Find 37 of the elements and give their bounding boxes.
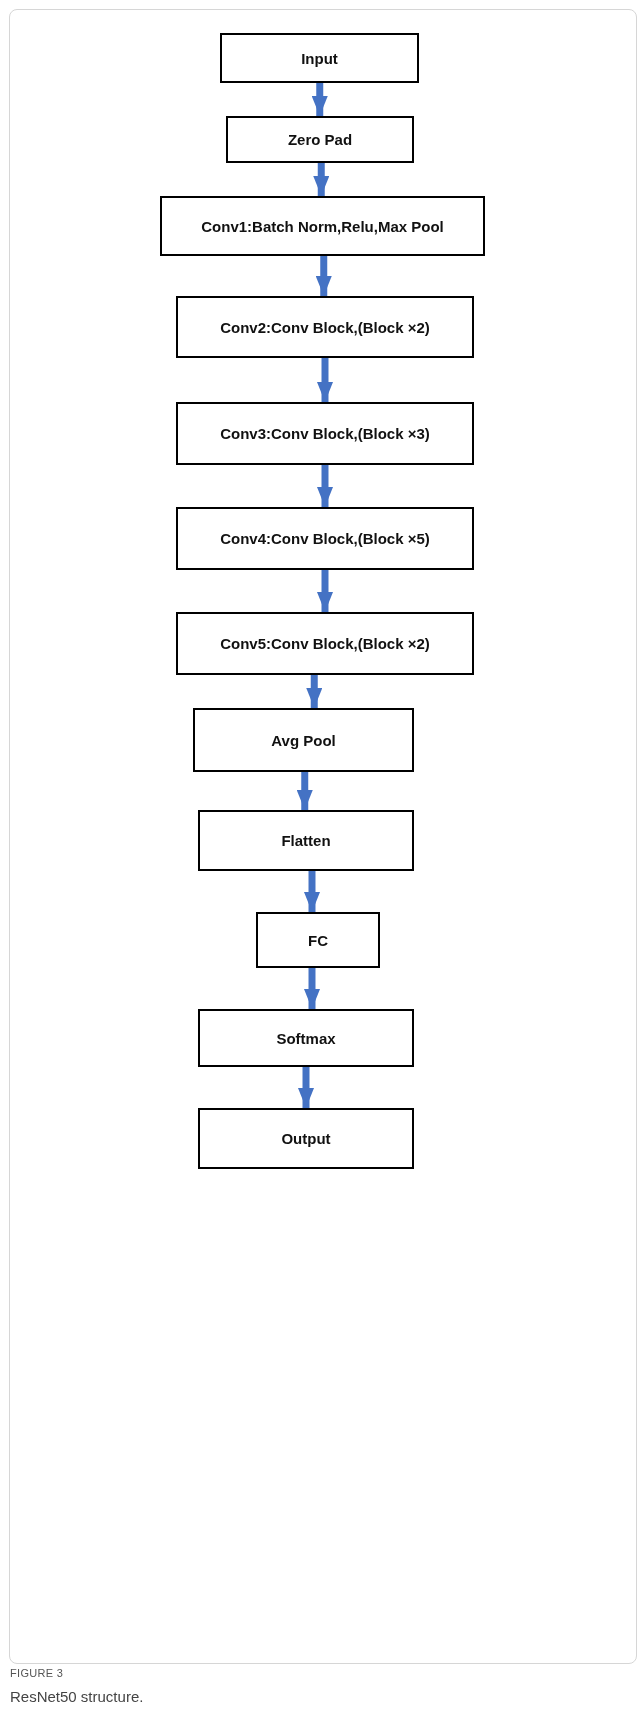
box-label: Avg Pool: [270, 731, 337, 749]
arrow: [317, 465, 333, 507]
box-label: Conv4:Conv Block,(Block ×5): [219, 530, 431, 547]
process-box: [176, 296, 474, 358]
process-box: [198, 1108, 414, 1169]
box-label: Conv1:Batch Norm,Relu,Max Pool: [200, 217, 445, 235]
arrow: [304, 968, 320, 1009]
process-box: [226, 116, 414, 163]
figure-caption: ResNet50 structure.: [10, 1688, 144, 1705]
process-box: [256, 912, 380, 968]
arrow: [306, 675, 323, 708]
arrow: [317, 570, 333, 612]
box-label: Softmax: [275, 1029, 337, 1047]
box-label: Output: [280, 1130, 332, 1147]
figure-number: FIGURE 3: [10, 1667, 64, 1679]
process-box: [198, 1009, 414, 1067]
box-label: Flatten: [280, 832, 332, 849]
process-box: [198, 810, 414, 871]
arrow: [296, 772, 313, 810]
process-box: [160, 196, 485, 256]
process-box: [193, 708, 414, 772]
process-box: [176, 507, 474, 570]
process-box: [176, 612, 474, 675]
box-label: FC: [307, 931, 329, 949]
process-box: [220, 33, 419, 83]
arrow: [298, 1067, 314, 1108]
arrow: [317, 358, 333, 402]
arrow: [304, 871, 320, 912]
box-label: Conv3:Conv Block,(Block ×3): [219, 425, 431, 442]
arrow: [313, 163, 330, 196]
box-label: Zero Pad: [286, 131, 354, 148]
box-label: Conv5:Conv Block,(Block ×2): [219, 635, 431, 652]
box-label: Input: [300, 49, 339, 67]
box-label: Conv2:Conv Block,(Block ×2): [219, 318, 431, 336]
process-box: [176, 402, 474, 465]
arrow: [311, 83, 328, 116]
arrow: [315, 256, 332, 296]
